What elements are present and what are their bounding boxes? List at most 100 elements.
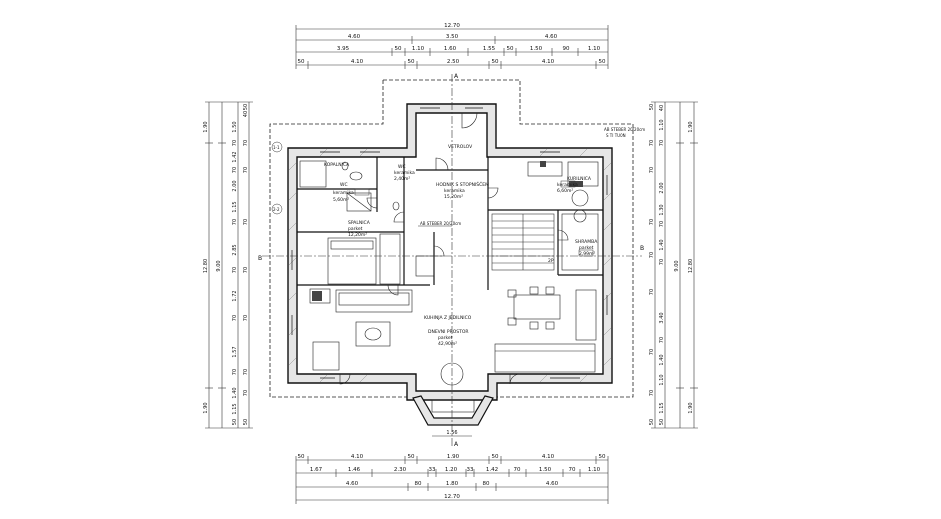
svg-text:1.67: 1.67: [310, 467, 323, 473]
svg-text:1.72: 1.72: [232, 290, 238, 301]
section-a-top: A: [454, 73, 459, 80]
svg-text:12.80: 12.80: [688, 259, 694, 273]
svg-text:70: 70: [649, 167, 655, 173]
svg-text:70: 70: [649, 252, 655, 258]
svg-text:70: 70: [232, 267, 238, 273]
top-dimension-labels: 12.70 4.60 3.50 4.60 3.95 50 1.10 1.60 1…: [298, 23, 606, 65]
svg-text:1.10: 1.10: [659, 374, 665, 385]
fireplace: [312, 341, 340, 371]
svg-text:1.50: 1.50: [539, 467, 552, 473]
table-vase: [364, 327, 382, 341]
svg-text:keramika: keramika: [333, 190, 354, 196]
stair-up-label: 2P: [548, 258, 554, 264]
svg-text:1.10: 1.10: [412, 46, 425, 52]
svg-text:keramika: keramika: [557, 182, 578, 188]
svg-text:50: 50: [599, 59, 606, 65]
svg-text:40: 40: [243, 111, 249, 117]
svg-text:1.40: 1.40: [659, 239, 665, 250]
svg-text:1.15: 1.15: [659, 402, 665, 413]
fill-details: [312, 161, 583, 301]
svg-text:70: 70: [232, 315, 238, 321]
svg-text:70: 70: [243, 140, 249, 146]
svg-text:1.55: 1.55: [483, 46, 496, 52]
room-vetrolov: VETROLOV: [448, 144, 473, 150]
staircase: [491, 213, 555, 271]
svg-text:70: 70: [243, 219, 249, 225]
svg-text:70: 70: [514, 467, 521, 473]
toilet: [341, 161, 349, 171]
toilet-2: [392, 201, 400, 211]
kitchen-counter: [494, 343, 596, 373]
svg-text:1.56: 1.56: [446, 430, 457, 436]
dining-table: [513, 294, 561, 320]
svg-text:4.10: 4.10: [542, 59, 555, 65]
svg-text:1.42: 1.42: [232, 151, 238, 162]
svg-text:1.90: 1.90: [447, 454, 460, 460]
room-labels: KOPALNICA WC keramika 2,40m² WC keramika…: [324, 144, 598, 347]
svg-text:parket: parket: [348, 226, 363, 232]
svg-text:9.00: 9.00: [216, 260, 222, 271]
label-tags: [271, 141, 594, 257]
kitchen-island: [575, 289, 597, 341]
svg-text:1.80: 1.80: [446, 481, 459, 487]
top-total-label: 12.70: [444, 23, 460, 29]
svg-text:50: 50: [649, 104, 655, 110]
svg-text:1.15: 1.15: [232, 201, 238, 212]
svg-text:parket: parket: [438, 335, 453, 341]
svg-text:50: 50: [408, 59, 415, 65]
svg-text:1.46: 1.46: [348, 467, 361, 473]
room-wc1-name: WC: [398, 164, 406, 170]
windows: [291, 107, 608, 379]
svg-text:keramika: keramika: [444, 188, 465, 194]
svg-text:1.90: 1.90: [688, 402, 694, 413]
room-spalnica-name: SPALNICA: [348, 220, 371, 226]
svg-text:1.90: 1.90: [203, 402, 209, 413]
top-dimensions: [295, 25, 609, 69]
svg-text:2.30: 2.30: [394, 467, 407, 473]
washbasin: [349, 171, 363, 181]
svg-text:70: 70: [649, 140, 655, 146]
left-dimensions: [205, 101, 253, 429]
svg-text:70: 70: [243, 315, 249, 321]
svg-text:3.95: 3.95: [337, 46, 350, 52]
svg-text:80: 80: [483, 481, 490, 487]
room-shramba-name: SHRAMBA: [575, 239, 598, 245]
shelf: [561, 213, 599, 271]
svg-text:1.20: 1.20: [445, 467, 458, 473]
svg-text:70: 70: [649, 219, 655, 225]
section-b-left: B: [258, 255, 262, 262]
svg-text:70: 70: [232, 140, 238, 146]
note-ab-steber-top2: S TI TU0N: [606, 133, 626, 138]
bottom-dimension-labels: 50 4.10 50 1.90 50 4.10 50 1.67 1.46 2.3…: [298, 454, 606, 500]
interior-walls: [297, 157, 603, 290]
svg-text:1.40: 1.40: [232, 387, 238, 398]
svg-text:3.50: 3.50: [446, 34, 459, 40]
svg-text:5,60m²: 5,60m²: [333, 197, 349, 203]
exterior-walls: [287, 103, 613, 401]
svg-text:1.10: 1.10: [588, 467, 601, 473]
svg-text:4.60: 4.60: [346, 481, 359, 487]
svg-text:70: 70: [649, 289, 655, 295]
bay-window: [412, 395, 494, 426]
svg-text:4.60: 4.60: [348, 34, 361, 40]
svg-text:4.10: 4.10: [542, 454, 555, 460]
svg-text:50: 50: [599, 454, 606, 460]
svg-text:2.50: 2.50: [447, 59, 460, 65]
tag-r2: 2-2: [273, 207, 280, 212]
room-dnevni-name: KUHINJA Z JEDILNICO: [424, 315, 472, 321]
svg-text:50: 50: [243, 419, 249, 425]
svg-text:1.90: 1.90: [688, 121, 694, 132]
svg-text:2.00: 2.00: [232, 180, 238, 191]
svg-text:42,90m²: 42,90m²: [438, 341, 457, 347]
svg-text:1.50: 1.50: [530, 46, 543, 52]
svg-text:70: 70: [659, 140, 665, 146]
svg-text:50: 50: [232, 419, 238, 425]
svg-text:2.00: 2.00: [659, 182, 665, 193]
svg-text:50: 50: [492, 454, 499, 460]
svg-text:50: 50: [395, 46, 402, 52]
bed: [327, 237, 377, 285]
armchair: [309, 288, 331, 304]
svg-text:50: 50: [649, 419, 655, 425]
svg-text:70: 70: [232, 167, 238, 173]
